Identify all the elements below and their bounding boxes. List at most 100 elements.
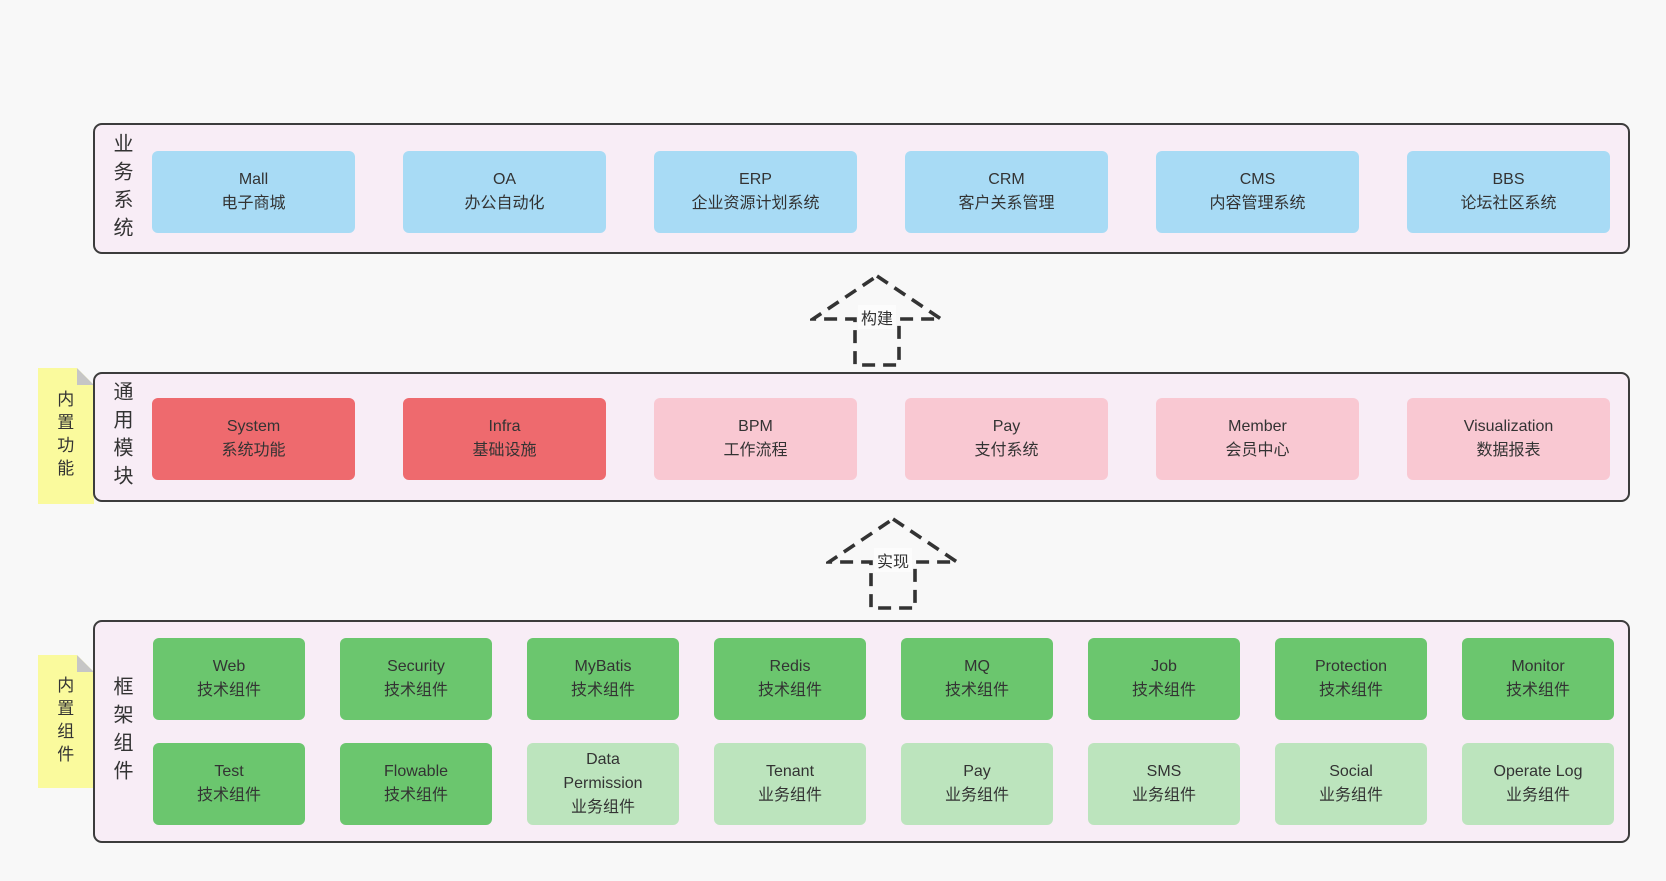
box-title: BBS — [1492, 171, 1525, 188]
box-title: Operate Log — [1493, 763, 1583, 780]
box-title: Security — [387, 658, 445, 675]
box-sms: SMS 业务组件 — [1088, 743, 1240, 825]
box-test: Test 技术组件 — [153, 743, 305, 825]
box-flowable: Flowable 技术组件 — [340, 743, 492, 825]
box-subtitle: 业务组件 — [944, 787, 1009, 804]
box-subtitle: 论坛社区系统 — [1460, 195, 1557, 212]
band-business-systems: 业务系统 Mall 电子商城 OA 办公自动化 ERP 企业资源计划系统 CRM… — [93, 123, 1630, 254]
box-title: CMS — [1239, 171, 1276, 188]
box-subtitle: 电子商城 — [221, 195, 286, 212]
components-box-row-1: Web 技术组件 Security 技术组件 MyBatis 技术组件 Redi… — [153, 638, 1614, 720]
box-mybatis: MyBatis 技术组件 — [527, 638, 679, 720]
box-security: Security 技术组件 — [340, 638, 492, 720]
box-title: Flowable — [383, 763, 449, 780]
box-title: Mall — [238, 171, 269, 188]
box-title: BPM — [738, 418, 773, 435]
box-subtitle: 工作流程 — [723, 442, 788, 459]
box-subtitle: 会员中心 — [1225, 442, 1290, 459]
box-title: Redis — [769, 658, 811, 675]
box-title: CRM — [988, 171, 1025, 188]
box-title: SMS — [1146, 763, 1182, 780]
box-subtitle: 技术组件 — [196, 682, 261, 699]
box-title: Protection — [1314, 658, 1388, 675]
box-title: Social — [1329, 763, 1373, 780]
box-redis: Redis 技术组件 — [714, 638, 866, 720]
box-subtitle: 基础设施 — [472, 442, 537, 459]
band-common-modules: 通用模块 System 系统功能 Infra 基础设施 BPM 工作流程 Pay… — [93, 372, 1630, 502]
box-subtitle: 技术组件 — [1131, 682, 1196, 699]
box-title: Member — [1228, 418, 1287, 435]
box-subtitle: 技术组件 — [383, 787, 448, 804]
box-subtitle: 办公自动化 — [464, 195, 545, 212]
box-subtitle: 技术组件 — [757, 682, 822, 699]
up-arrow-implement: 实现 — [826, 515, 960, 611]
arrow-label-implement: 实现 — [873, 548, 913, 572]
box-subtitle: 技术组件 — [1318, 682, 1383, 699]
box-subtitle: 技术组件 — [570, 682, 635, 699]
box-title: Pay — [963, 763, 991, 780]
box-title: Visualization — [1463, 418, 1554, 435]
box-mq: MQ 技术组件 — [901, 638, 1053, 720]
up-arrow-build: 构建 — [810, 272, 944, 368]
box-subtitle: 内容管理系统 — [1209, 195, 1306, 212]
box-pay-module: Pay 支付系统 — [905, 398, 1108, 480]
box-subtitle: 业务组件 — [757, 787, 822, 804]
box-subtitle: 技术组件 — [196, 787, 261, 804]
folded-corner-icon — [77, 368, 94, 385]
box-protection: Protection 技术组件 — [1275, 638, 1427, 720]
box-tenant: Tenant 业务组件 — [714, 743, 866, 825]
box-title: Monitor — [1511, 658, 1565, 675]
box-title: MyBatis — [574, 658, 632, 675]
box-crm: CRM 客户关系管理 — [905, 151, 1108, 233]
box-title: OA — [492, 171, 517, 188]
box-subtitle: 业务组件 — [1505, 787, 1570, 804]
box-subtitle: 数据报表 — [1476, 442, 1541, 459]
box-subtitle: 客户关系管理 — [958, 195, 1055, 212]
sticky-tag-built-in-components: 内置组件 — [38, 655, 94, 788]
box-title: Job — [1151, 658, 1177, 675]
box-pay-component: Pay 业务组件 — [901, 743, 1053, 825]
sticky-tag-label: 内置功能 — [54, 390, 74, 482]
box-operate-log: Operate Log 业务组件 — [1462, 743, 1614, 825]
band-label-business-systems: 业务系统 — [110, 132, 132, 245]
box-title: ERP — [739, 171, 772, 188]
box-monitor: Monitor 技术组件 — [1462, 638, 1614, 720]
box-title: Web — [212, 658, 246, 675]
box-job: Job 技术组件 — [1088, 638, 1240, 720]
arrow-label-build: 构建 — [857, 305, 897, 329]
box-title: Data Permission — [563, 751, 643, 792]
sticky-tag-label: 内置组件 — [54, 675, 74, 768]
box-social: Social 业务组件 — [1275, 743, 1427, 825]
box-subtitle: 技术组件 — [1505, 682, 1570, 699]
folded-corner-icon — [77, 655, 94, 672]
box-bbs: BBS 论坛社区系统 — [1407, 151, 1610, 233]
box-title: Test — [214, 763, 244, 780]
box-oa: OA 办公自动化 — [403, 151, 606, 233]
modules-box-row: System 系统功能 Infra 基础设施 BPM 工作流程 Pay 支付系统… — [152, 398, 1610, 480]
box-cms: CMS 内容管理系统 — [1156, 151, 1359, 233]
box-erp: ERP 企业资源计划系统 — [654, 151, 857, 233]
box-title: Pay — [992, 418, 1021, 435]
band-framework-components: 框架组件 Web 技术组件 Security 技术组件 MyBatis 技术组件… — [93, 620, 1630, 843]
box-subtitle: 系统功能 — [221, 442, 286, 459]
box-web: Web 技术组件 — [153, 638, 305, 720]
box-subtitle: 企业资源计划系统 — [691, 195, 820, 212]
box-system: System 系统功能 — [152, 398, 355, 480]
business-box-row: Mall 电子商城 OA 办公自动化 ERP 企业资源计划系统 CRM 客户关系… — [152, 151, 1610, 233]
box-subtitle: 支付系统 — [974, 442, 1039, 459]
band-label-common-modules: 通用模块 — [110, 381, 132, 493]
box-subtitle: 业务组件 — [1318, 787, 1383, 804]
box-title: Infra — [488, 418, 521, 435]
components-box-row-2: Test 技术组件 Flowable 技术组件 Data Permission … — [153, 743, 1614, 825]
box-subtitle: 业务组件 — [570, 799, 635, 816]
band-label-framework-components: 框架组件 — [110, 675, 132, 788]
box-member: Member 会员中心 — [1156, 398, 1359, 480]
box-bpm: BPM 工作流程 — [654, 398, 857, 480]
box-title: Tenant — [765, 763, 815, 780]
box-title: System — [226, 418, 281, 435]
box-infra: Infra 基础设施 — [403, 398, 606, 480]
box-subtitle: 业务组件 — [1131, 787, 1196, 804]
box-mall: Mall 电子商城 — [152, 151, 355, 233]
sticky-tag-built-in-features: 内置功能 — [38, 368, 94, 504]
box-title: MQ — [964, 658, 990, 675]
